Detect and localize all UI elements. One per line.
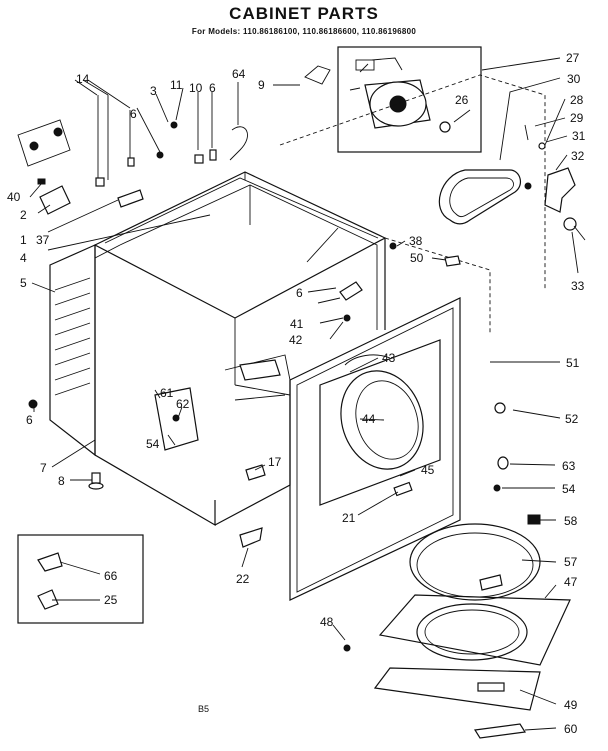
callout-10: 10 (189, 81, 203, 95)
callout-6-left: 6 (26, 413, 33, 427)
callout-66: 66 (104, 569, 118, 583)
callout-64: 64 (232, 67, 246, 81)
callout-43: 43 (382, 351, 396, 365)
cabinet-body (49, 171, 387, 527)
small-parts-upper-left (17, 65, 331, 215)
callout-54-right: 54 (562, 482, 576, 496)
callout-63: 63 (562, 459, 576, 473)
callout-11: 11 (170, 78, 183, 92)
callout-49: 49 (564, 698, 578, 712)
callout-25: 25 (104, 593, 118, 607)
callout-44: 44 (362, 412, 376, 426)
callout-labels: 14 3 11 10 6 64 9 6 27 26 30 28 29 31 32… (7, 51, 586, 736)
callout-30: 30 (567, 72, 581, 86)
callout-5: 5 (20, 276, 27, 290)
callout-54-left: 54 (146, 437, 160, 451)
model-list: For Models: 110.86186100, 110.86186600, … (191, 27, 417, 36)
small-parts-misc (28, 242, 541, 652)
lower-front-panel (378, 594, 571, 666)
rear-outline (279, 74, 546, 335)
callout-51: 51 (566, 356, 580, 370)
callout-9: 9 (258, 78, 265, 92)
toe-panel (373, 667, 541, 711)
callout-31: 31 (572, 129, 586, 143)
callout-62: 62 (176, 397, 190, 411)
callout-14: 14 (76, 72, 90, 86)
callout-7: 7 (40, 461, 47, 475)
callout-17: 17 (268, 455, 282, 469)
callout-22: 22 (236, 572, 250, 586)
page-code: B5 (198, 704, 209, 714)
front-bulkhead-ring (409, 523, 541, 601)
callout-42: 42 (289, 333, 303, 347)
idler-assembly (524, 124, 586, 241)
callout-2: 2 (20, 208, 27, 222)
callout-45: 45 (421, 463, 435, 477)
callout-38: 38 (409, 234, 423, 248)
callout-8: 8 (58, 474, 65, 488)
front-panel (289, 297, 461, 601)
callout-61: 61 (160, 386, 174, 400)
drive-belt (438, 169, 522, 225)
callout-60: 60 (564, 722, 578, 736)
callout-57: 57 (564, 555, 578, 569)
callout-41: 41 (290, 317, 304, 331)
callout-3: 3 (150, 84, 157, 98)
motor-inset (337, 46, 482, 153)
callout-58: 58 (564, 514, 578, 528)
callout-37: 37 (36, 233, 50, 247)
callout-6-upper: 6 (130, 107, 137, 121)
callout-48: 48 (320, 615, 334, 629)
small-parts-inset (17, 534, 144, 624)
callout-26: 26 (455, 93, 469, 107)
callout-50: 50 (410, 251, 424, 265)
callout-28: 28 (570, 93, 584, 107)
page-title: CABINET PARTS (229, 4, 379, 23)
callout-33: 33 (571, 279, 585, 293)
callout-6-mid: 6 (296, 286, 303, 300)
callout-29: 29 (570, 111, 584, 125)
callout-32: 32 (571, 149, 585, 163)
callout-40: 40 (7, 190, 21, 204)
callout-1: 1 (20, 233, 27, 247)
kick-plate (473, 723, 527, 739)
callout-52: 52 (565, 412, 579, 426)
callout-6-top: 6 (209, 81, 216, 95)
callout-47: 47 (564, 575, 578, 589)
callout-27: 27 (566, 51, 580, 65)
callout-4: 4 (20, 251, 27, 265)
callout-21: 21 (342, 511, 356, 525)
leader-lines (29, 57, 579, 731)
